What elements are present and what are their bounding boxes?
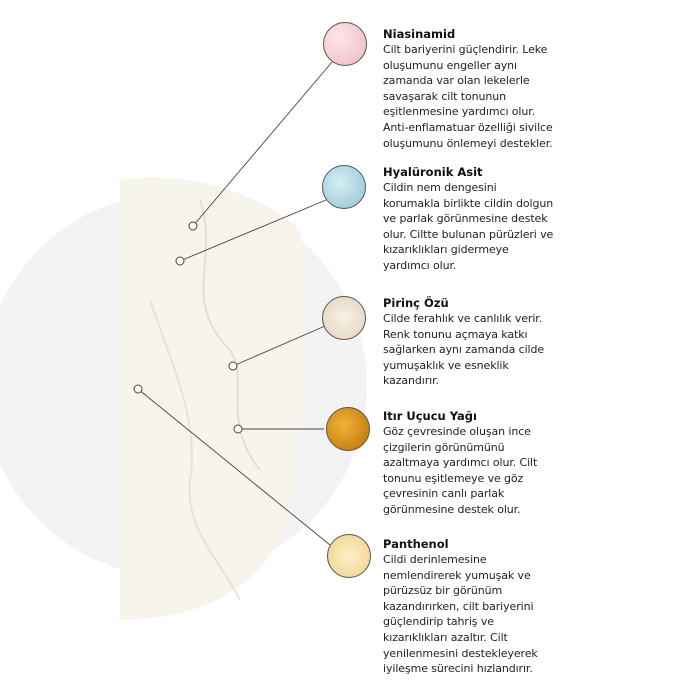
ingredient-title: Niasinamid <box>383 27 456 41</box>
description-line: zamanda var olan lekelerle <box>383 74 530 88</box>
connector-lines <box>137 61 333 546</box>
description-line: kızarıklıkları azaltır. Cilt <box>383 630 508 644</box>
description-line: nemlendirerek yumuşak ve <box>383 568 531 582</box>
ingredient-title: Panthenol <box>383 537 449 551</box>
description-line: Göz çevresinde oluşan ince <box>383 425 531 438</box>
description-line: Cildi derinlemesine <box>383 553 487 566</box>
description-line: pürüzsüz bir görünüm <box>383 584 503 598</box>
rice-powder-icon <box>322 296 366 340</box>
description-line: kazandırır. <box>383 374 439 388</box>
description-line: çevresinin canlı parlak <box>383 487 505 501</box>
description-line: sağlarken aynı zamanda cilde <box>383 343 545 357</box>
ingredient-title: Hyalüronik Asit <box>383 165 483 179</box>
description-line: savaşarak cilt tonunun <box>383 89 506 103</box>
anchor-dots <box>133 221 243 434</box>
description-line: güçlendirip tahriş ve <box>383 615 494 629</box>
description-line: kazandırırken, cilt bariyerini <box>383 599 534 613</box>
description-line: Anti-enflamatuar özelliği sivilce <box>383 120 553 134</box>
description-line: ve parlak görünmesine destek <box>383 212 548 226</box>
ingredient-title: Pirinç Özü <box>383 296 449 310</box>
yellow-bubbles-icon <box>327 534 371 578</box>
description-line: iyileşme sürecini hızlandırır. <box>383 662 533 676</box>
description-line: oluşumunu önlemeyi destekler. <box>383 136 553 150</box>
description-line: olur. Ciltte bulunan pürüzleri ve <box>383 227 554 241</box>
description-line: kızarıklıkları gidermeye <box>383 243 509 257</box>
description-line: korumakla birlikte cildin dolgun <box>383 196 554 210</box>
description-line: yardımcı olur. <box>383 258 457 272</box>
ingredient-title: Itır Uçucu Yağı <box>383 409 477 423</box>
description-line: yenilenmesini destekleyerek <box>383 646 538 660</box>
description-line: Cilt bariyerini güçlendirir. Leke <box>383 43 548 56</box>
oil-drops-icon <box>326 407 370 451</box>
blue-molecule-icon <box>322 165 366 209</box>
description-line: azaltmaya yardımcı olur. Cilt <box>383 456 538 470</box>
pink-cells-icon <box>323 22 367 66</box>
description-line: Cilde ferahlık ve canlılık verir. <box>383 312 543 325</box>
description-line: çizgilerin görünümünü <box>383 440 505 454</box>
description-line: eşitlenmesine yardımcı olur. <box>383 105 536 119</box>
description-line: Cildin nem dengesini <box>383 181 497 194</box>
description-line: görünmesine destek olur. <box>383 502 521 516</box>
description-line: yumuşaklık ve esneklik <box>383 358 509 372</box>
cream-swatch <box>120 177 305 620</box>
description-line: tonunu eşitlemeye ve göz <box>383 471 524 485</box>
description-line: Renk tonunu açmaya katkı <box>383 327 528 341</box>
description-line: oluşumunu engeller aynı <box>383 58 517 72</box>
